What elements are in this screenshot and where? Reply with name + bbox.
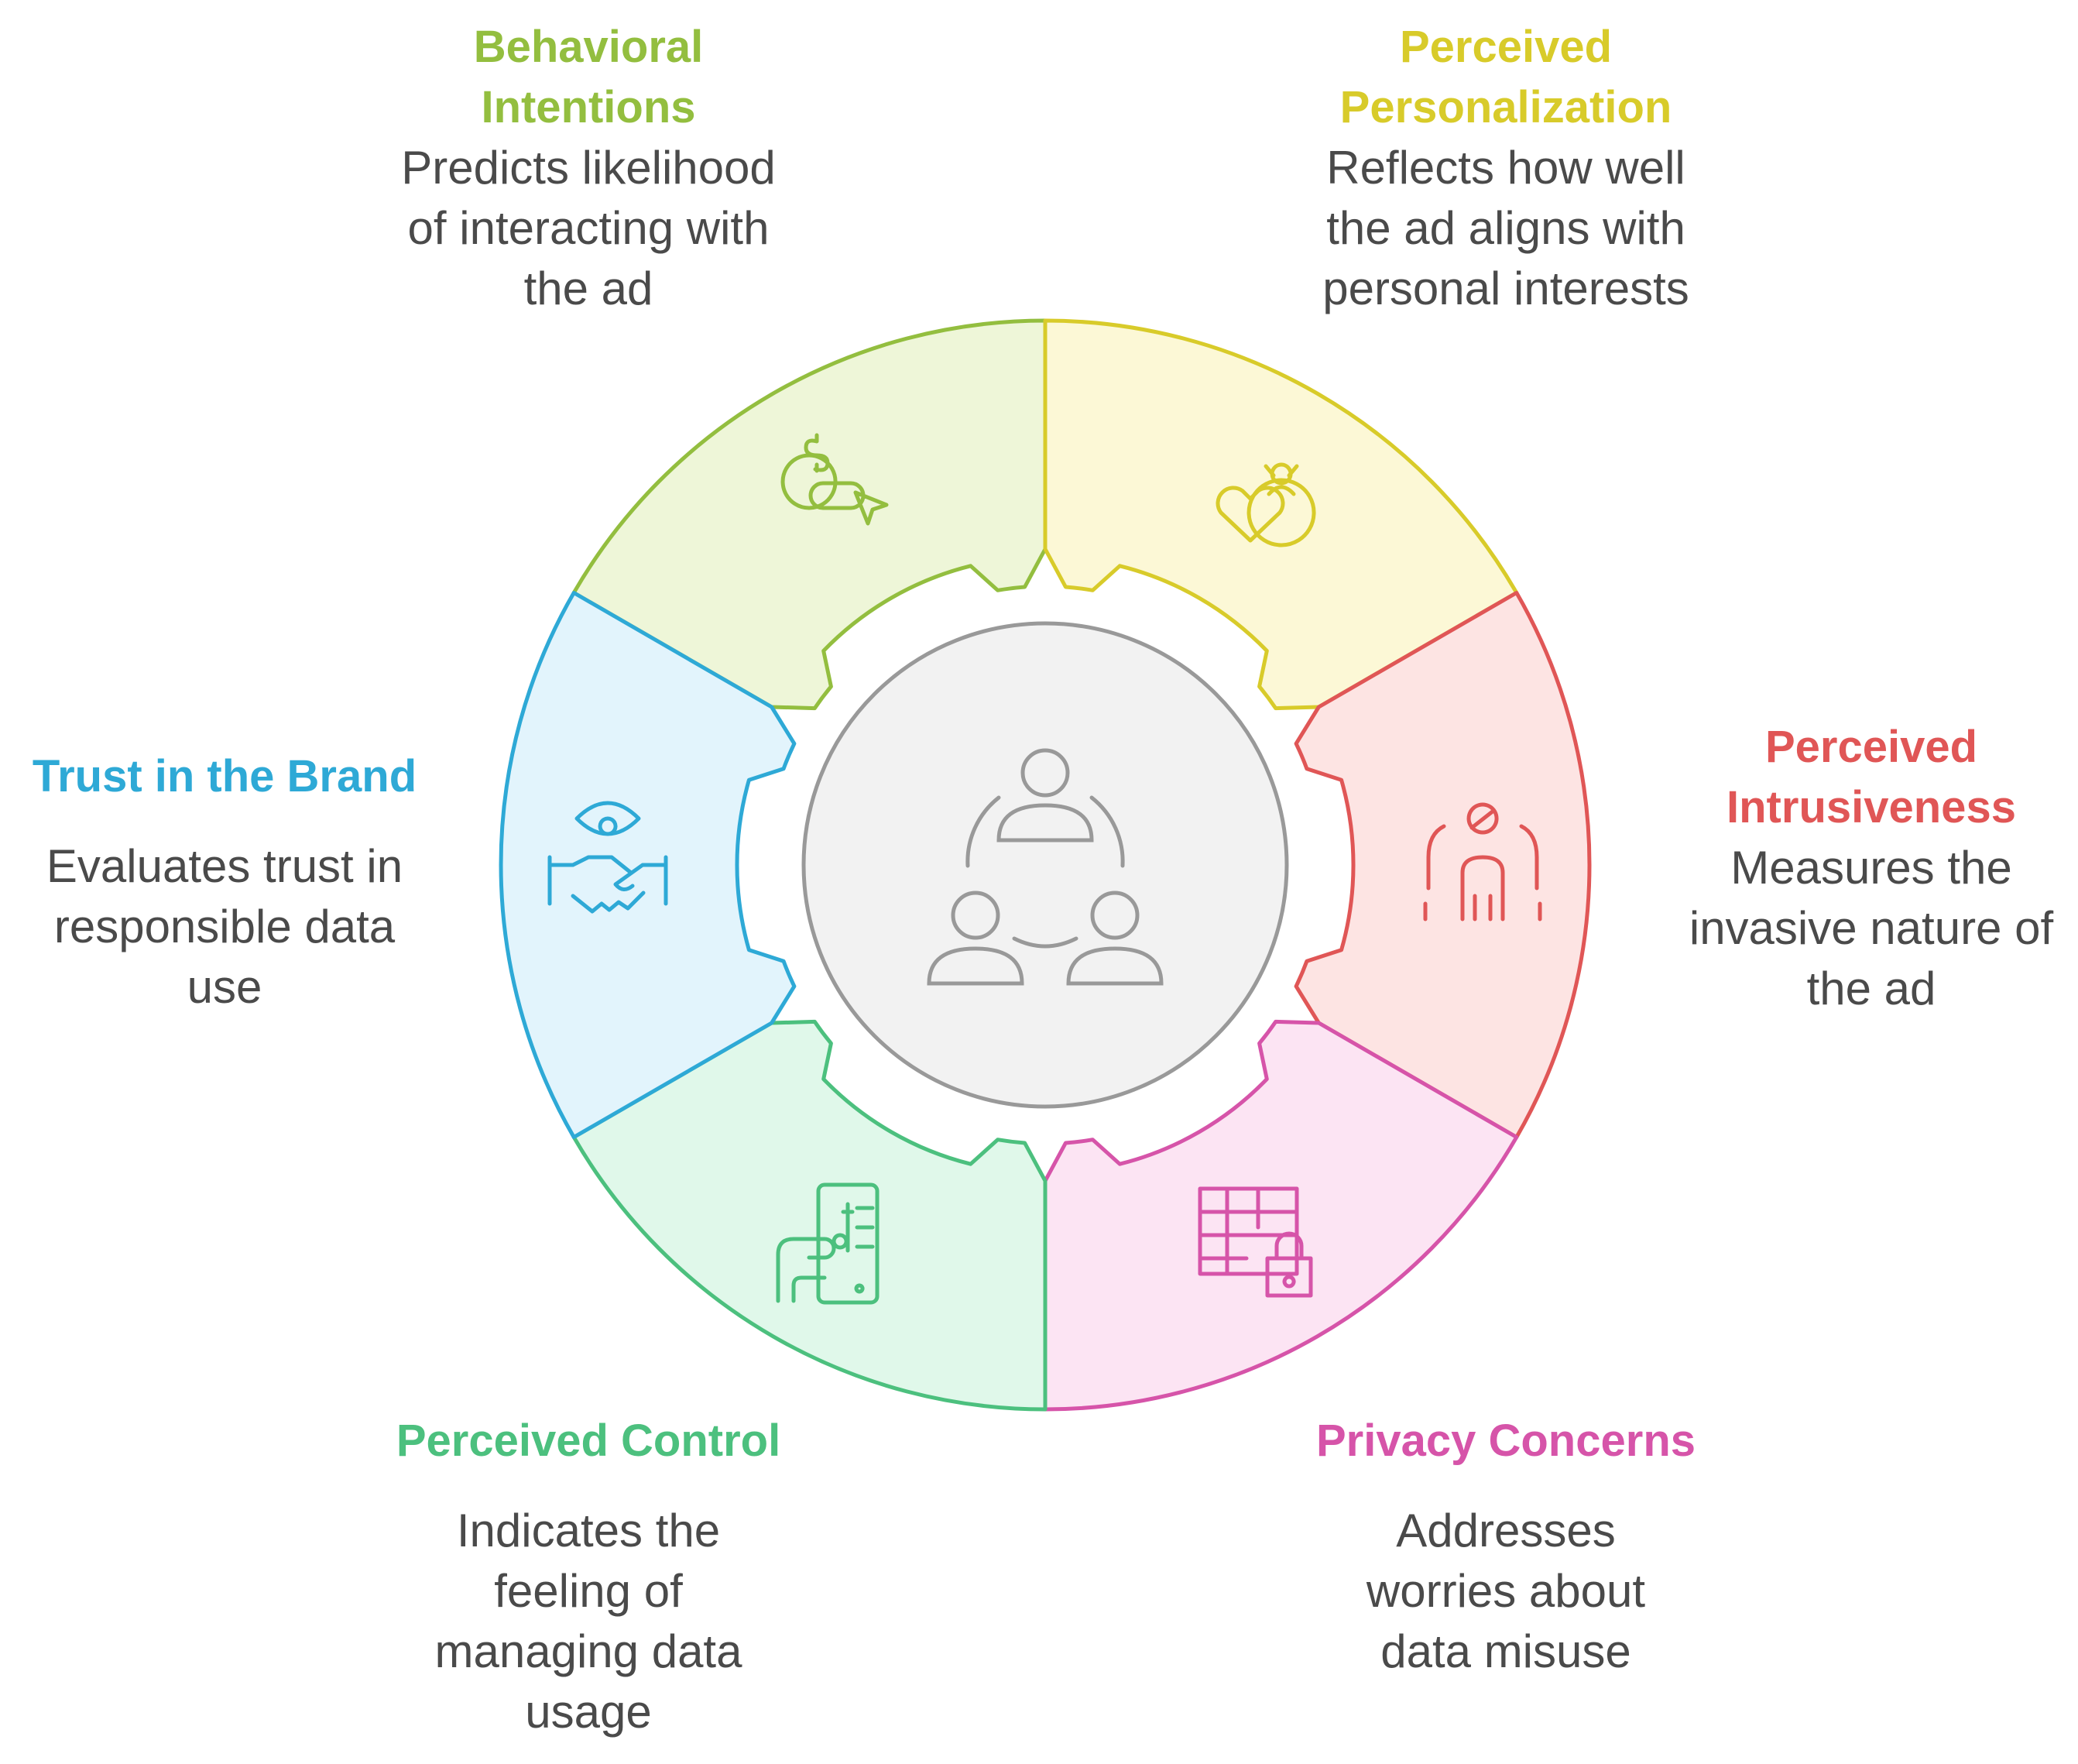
heart-person-icon bbox=[1216, 462, 1316, 547]
description-control: managing data bbox=[434, 1625, 742, 1677]
title-behavioral: Intentions bbox=[481, 82, 696, 132]
title-intrusiveness: Perceived bbox=[1764, 722, 1978, 772]
dollar-cursor-icon bbox=[780, 433, 889, 526]
description-intrusiveness: invasive nature of bbox=[1689, 902, 2054, 954]
description-personalization: the ad aligns with bbox=[1326, 202, 1685, 254]
ring bbox=[499, 318, 1592, 1412]
center-circle bbox=[801, 621, 1289, 1109]
title-control: Perceived Control bbox=[396, 1416, 781, 1466]
description-privacy: data misuse bbox=[1380, 1625, 1631, 1677]
description-behavioral: Predicts likelihood bbox=[401, 142, 776, 194]
intrusive-person-icon bbox=[1423, 802, 1542, 921]
description-personalization: Reflects how well bbox=[1326, 142, 1685, 194]
description-personalization: personal interests bbox=[1322, 263, 1689, 314]
description-behavioral: the ad bbox=[523, 263, 653, 314]
description-trust: use bbox=[187, 961, 262, 1013]
group-people-icon bbox=[927, 748, 1164, 986]
title-personalization: Perceived bbox=[1399, 22, 1613, 72]
description-trust: responsible data bbox=[53, 901, 396, 952]
description-intrusiveness: the ad bbox=[1806, 963, 1936, 1014]
description-trust: Evaluates trust in bbox=[46, 840, 403, 892]
description-control: feeling of bbox=[494, 1565, 683, 1617]
title-intrusiveness: Intrusiveness bbox=[1727, 782, 2016, 832]
table-lock-icon bbox=[1198, 1186, 1313, 1298]
hand-phone-settings-icon bbox=[776, 1182, 880, 1305]
description-behavioral: of interacting with bbox=[407, 202, 770, 254]
title-personalization: Personalization bbox=[1339, 82, 1672, 132]
title-behavioral: Behavioral bbox=[473, 22, 704, 72]
description-intrusiveness: Measures the bbox=[1730, 842, 2012, 894]
title-trust: Trust in the Brand bbox=[32, 751, 417, 801]
eye-handshake-icon bbox=[547, 801, 668, 914]
description-control: Indicates the bbox=[456, 1505, 721, 1556]
description-control: usage bbox=[525, 1686, 652, 1738]
center-hub bbox=[801, 621, 1289, 1109]
title-privacy: Privacy Concerns bbox=[1315, 1416, 1696, 1466]
description-privacy: Addresses bbox=[1396, 1505, 1616, 1556]
description-privacy: worries about bbox=[1366, 1565, 1646, 1617]
